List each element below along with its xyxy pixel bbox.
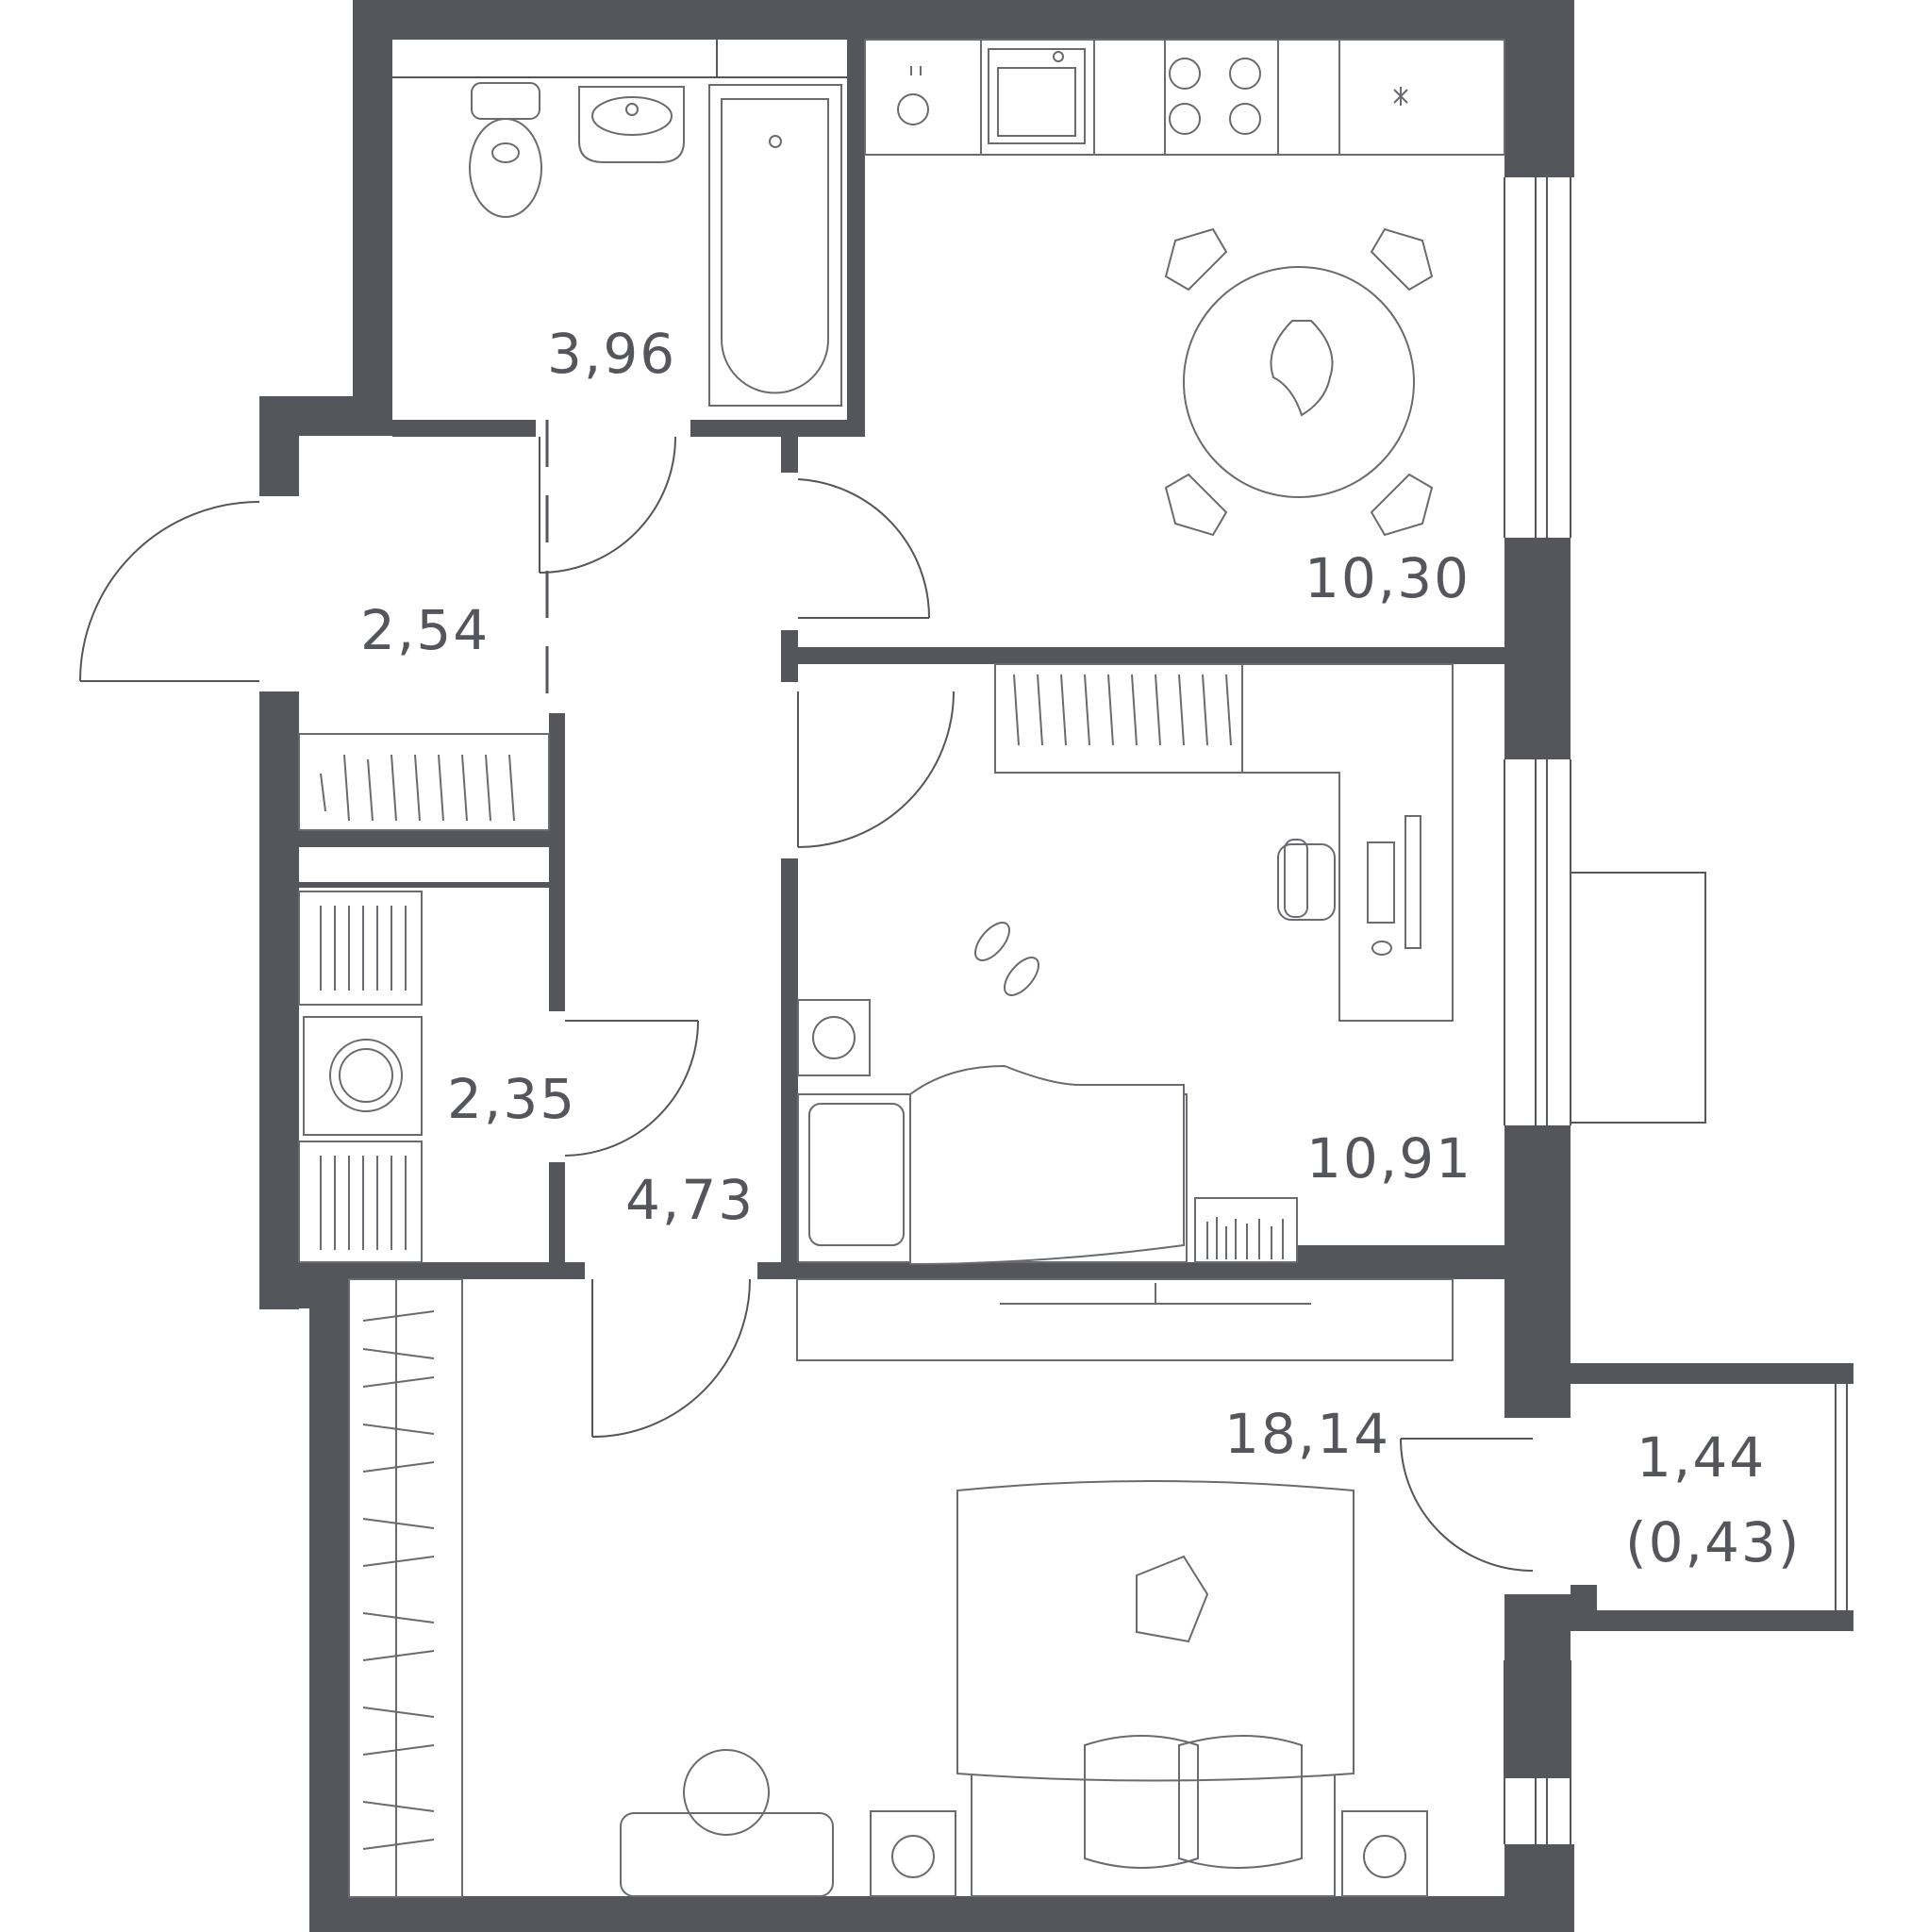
- cooktop-icon: [1169, 58, 1261, 135]
- entry-area-label: 2,54: [360, 598, 490, 662]
- bathtub-icon: [708, 84, 842, 407]
- kitchen-sink-icon: [988, 48, 1086, 144]
- storage-fixtures: [298, 733, 550, 1263]
- bathroom-area-label: 3,96: [547, 322, 676, 386]
- bathroom-fixtures: [469, 82, 842, 407]
- office-chair-icon: [1277, 839, 1336, 921]
- washing-machine-icon: [303, 1016, 423, 1136]
- walls: [259, 0, 1853, 1932]
- bedroom-fixtures: [797, 663, 1454, 1266]
- doors: [79, 420, 1534, 1572]
- kitchen-fixtures: [864, 39, 1505, 537]
- slippers-icon: [974, 922, 1039, 996]
- fridge-icon: [1393, 87, 1408, 106]
- kitchen-area-label: 10,30: [1305, 546, 1471, 610]
- double-bed-icon: [956, 1480, 1355, 1897]
- thin-lines: [392, 40, 1848, 1844]
- toilet-icon: [469, 82, 542, 218]
- living-room-area-label: 18,14: [1224, 1402, 1390, 1466]
- sink-icon: [578, 86, 685, 163]
- area-labels: 3,96 10,30 2,54 2,35 4,73 10,91 18,14 1,…: [360, 322, 1801, 1574]
- living-room-fixtures: [348, 1278, 1454, 1898]
- storage-area-label: 2,35: [447, 1067, 576, 1131]
- corridor-area-label: 4,73: [625, 1168, 755, 1232]
- dishwasher-icon: [897, 66, 929, 125]
- balcony-reduced-area-label: (0,43): [1625, 1510, 1801, 1574]
- bed-icon: [797, 1064, 1188, 1266]
- bedroom-area-label: 10,91: [1306, 1126, 1472, 1191]
- dining-table-icon: [1164, 227, 1434, 537]
- balcony-area-label: 1,44: [1637, 1425, 1766, 1490]
